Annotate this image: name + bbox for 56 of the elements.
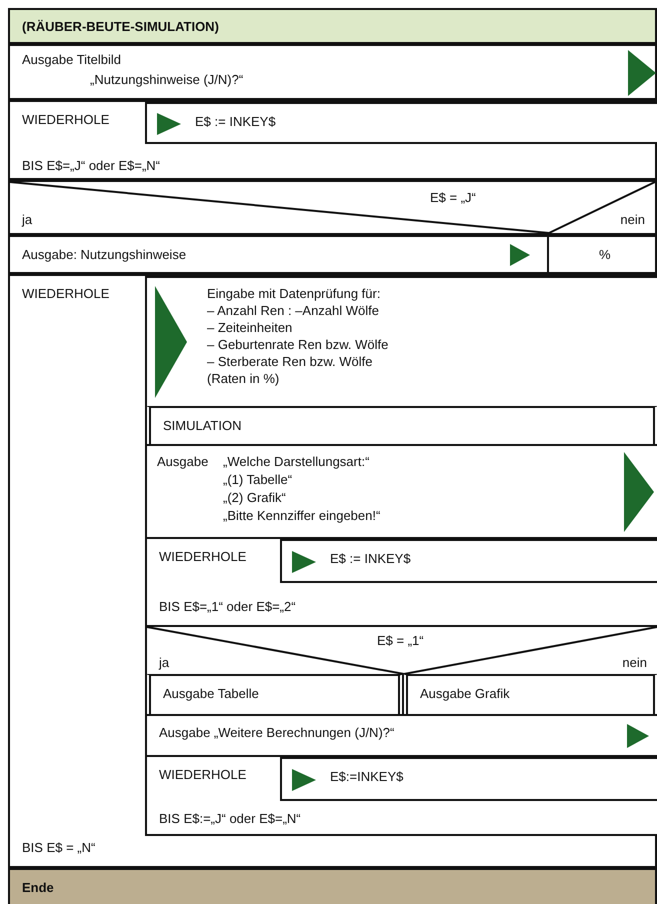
statement-box	[280, 539, 657, 583]
statement-text: „(1) Tabelle“	[223, 472, 292, 488]
loop-keyword: WIEDERHOLE	[159, 767, 246, 783]
loop-condition: BIS E$=„1“ oder E$=„2“	[159, 599, 296, 615]
program-title: (RÄUBER-BEUTE-SIMULATION)	[22, 19, 219, 35]
statement-text: „Bitte Kennziffer eingeben!“	[223, 508, 380, 524]
yes-label: ja	[22, 212, 32, 228]
statement-box	[145, 444, 657, 539]
statement-text: Eingabe mit Datenprüfung für:	[207, 286, 380, 302]
loop-condition: BIS E$:=„J“ oder E$=„N“	[159, 811, 301, 827]
loop-keyword: WIEDERHOLE	[22, 112, 110, 128]
statement-box	[8, 235, 549, 274]
no-label: nein	[620, 212, 645, 228]
statement-text: „Welche Darstellungsart:“	[223, 454, 370, 470]
statement-text: %	[599, 247, 611, 263]
statement-text: – Sterberate Ren bzw. Wölfe	[207, 354, 372, 370]
loop-condition: BIS E$ = „N“	[22, 840, 96, 856]
statement-text: Ausgabe	[157, 454, 208, 470]
loop-block	[8, 274, 657, 868]
loop-block	[145, 537, 657, 627]
statement-text: – Zeiteinheiten	[207, 320, 292, 336]
loop-keyword: WIEDERHOLE	[22, 286, 110, 302]
statement-text: – Anzahl Ren : –Anzahl Wölfe	[207, 303, 379, 319]
statement-box	[280, 757, 657, 801]
loop-block	[145, 755, 657, 836]
end-bar	[8, 868, 657, 904]
statement-text: E$:=INKEY$	[330, 769, 404, 785]
statement-box	[145, 276, 657, 408]
statement-text: E$ := INKEY$	[195, 114, 276, 130]
subroutine-box	[145, 406, 657, 446]
loop-condition: BIS E$=„J“ oder E$=„N“	[22, 158, 160, 174]
loop-block	[8, 100, 657, 180]
end-text: Ende	[22, 880, 54, 896]
no-label: nein	[622, 655, 647, 671]
condition-text: E$ = „1“	[377, 633, 424, 649]
statement-text: Ausgabe: Nutzungshinweise	[22, 247, 186, 263]
subroutine-box	[145, 674, 404, 716]
statement-text: „(2) Grafik“	[223, 490, 286, 506]
statement-text: (Raten in %)	[207, 371, 280, 387]
statement-box	[145, 102, 657, 144]
condition-text: E$ = „J“	[430, 190, 476, 206]
statement-text: E$ := INKEY$	[330, 551, 411, 567]
statement-box	[145, 714, 657, 757]
subroutine-name: Ausgabe Grafik	[420, 686, 510, 702]
loop-keyword: WIEDERHOLE	[159, 549, 246, 565]
statement-box	[8, 44, 657, 100]
subroutine-name: SIMULATION	[163, 418, 242, 434]
subroutine-name: Ausgabe Tabelle	[163, 686, 259, 702]
statement-text: Ausgabe „Weitere Berechnungen (J/N)?“	[159, 725, 394, 741]
title-bar	[8, 8, 657, 44]
statement-text: „Nutzungshinweise (J/N)?“	[90, 72, 244, 88]
statement-text: – Geburtenrate Ren bzw. Wölfe	[207, 337, 388, 353]
statement-box	[547, 235, 657, 274]
subroutine-box	[402, 674, 657, 716]
yes-label: ja	[159, 655, 170, 671]
statement-text: Ausgabe Titelbild	[22, 52, 122, 68]
